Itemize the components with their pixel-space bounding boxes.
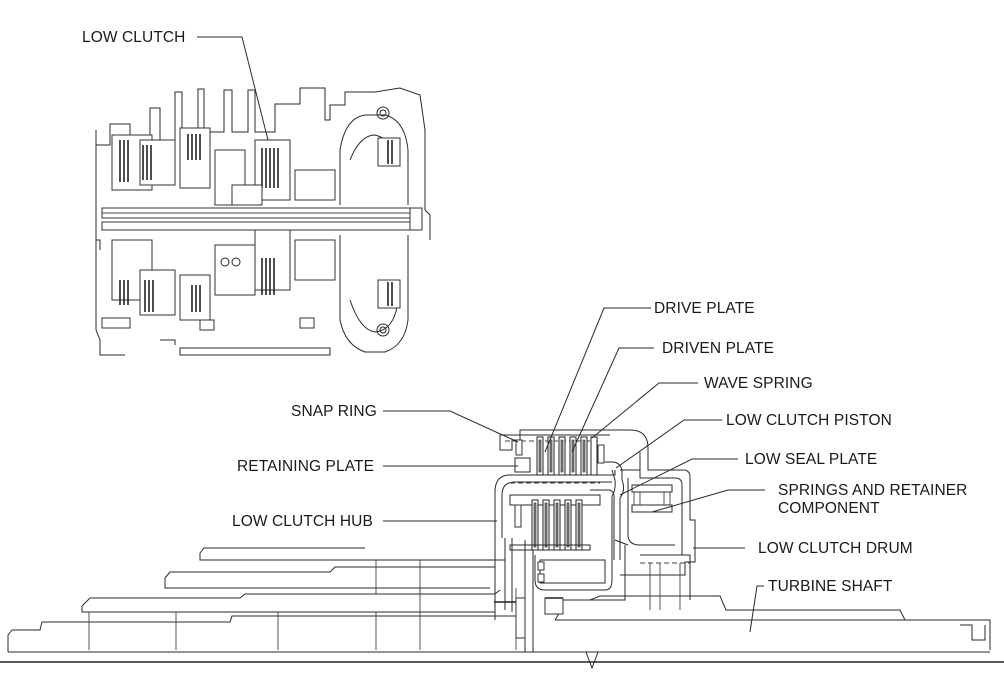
label-driven-plate: DRIVEN PLATE	[662, 340, 775, 357]
label-drive-plate: DRIVE PLATE	[654, 300, 755, 317]
leader-turbine-shaft	[749, 585, 764, 633]
lower-clutch-plates	[509, 494, 601, 551]
inner-shafts	[81, 547, 517, 650]
transmission-housing	[95, 87, 431, 356]
label-snap-ring: SNAP RING	[291, 403, 377, 420]
clutch-plates-upper	[119, 134, 279, 188]
leader-wave-spring	[591, 382, 698, 439]
leader-springs-retainer	[651, 489, 765, 513]
leader-drive-plate	[544, 307, 651, 453]
turbine-shaft	[7, 595, 991, 653]
low-clutch-section-drawing	[0, 429, 1004, 670]
label-low-clutch: LOW CLUTCH	[82, 29, 186, 46]
label-springs-retainer-line1: SPRINGS AND RETAINER	[778, 482, 968, 499]
leader-driven-plate	[571, 347, 654, 453]
label-low-clutch-drum: LOW CLUTCH DRUM	[758, 540, 913, 557]
leader-snap-ring	[383, 410, 519, 443]
low-clutch-piston	[590, 461, 625, 560]
label-low-seal-plate: LOW SEAL PLATE	[745, 451, 878, 468]
leader-lines	[383, 307, 765, 633]
clutch-plates-lower	[119, 258, 275, 312]
label-low-clutch-piston: LOW CLUTCH PISTON	[726, 412, 892, 429]
label-wave-spring: WAVE SPRING	[704, 375, 813, 392]
label-retaining-plate: RETAINING PLATE	[237, 458, 375, 475]
leader-low-clutch-piston	[615, 419, 722, 469]
label-low-clutch-hub: LOW CLUTCH HUB	[232, 513, 373, 530]
label-springs-retainer-line2: COMPONENT	[778, 500, 880, 517]
label-turbine-shaft: TURBINE SHAFT	[768, 578, 893, 595]
leader-low-seal-plate	[619, 458, 738, 496]
leader-low-clutch	[197, 36, 269, 141]
upper-clutch-plates	[536, 436, 605, 476]
springs-and-retainer	[627, 478, 675, 546]
